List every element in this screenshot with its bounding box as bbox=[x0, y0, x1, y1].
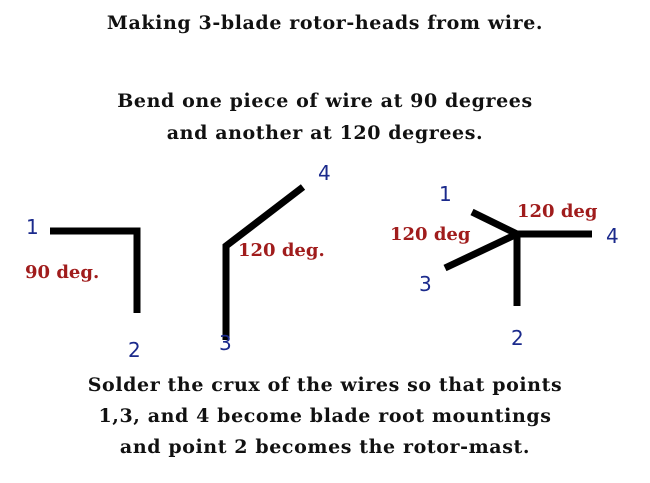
point-label-4: 4 bbox=[606, 224, 619, 248]
point-label-3: 3 bbox=[419, 272, 432, 296]
footer-line-1: Solder the crux of the wires so that poi… bbox=[87, 374, 563, 396]
point-label-1: 1 bbox=[26, 215, 39, 239]
wire-90 bbox=[50, 227, 141, 313]
angle-label-right: 120 deg bbox=[517, 201, 598, 222]
angle-label-90: 90 deg. bbox=[25, 262, 99, 283]
angle-label-left: 120 deg bbox=[390, 224, 471, 245]
footer-line-3: and point 2 becomes the rotor-mast. bbox=[119, 436, 531, 458]
figure-120-degree-bend: 4 120 deg. 3 bbox=[219, 161, 331, 355]
instruction-line-1: Bend one piece of wire at 90 degrees bbox=[117, 90, 533, 112]
instruction-line-2: and another at 120 degrees. bbox=[166, 122, 484, 144]
point-label-1: 1 bbox=[439, 182, 452, 206]
point-label-4: 4 bbox=[318, 161, 331, 185]
angle-label-120: 120 deg. bbox=[238, 240, 325, 261]
footer-line-2: 1,3, and 4 become blade root mountings bbox=[98, 405, 552, 427]
figure-assembled-rotor-head: 1 120 deg 120 deg 4 3 2 bbox=[390, 182, 619, 350]
title: Making 3-blade rotor-heads from wire. bbox=[106, 12, 544, 34]
wire-arm-3 bbox=[443, 230, 519, 272]
point-label-3: 3 bbox=[219, 331, 232, 355]
point-label-2: 2 bbox=[128, 338, 141, 362]
figure-90-degree-bend: 1 90 deg. 2 bbox=[25, 215, 141, 362]
point-label-2: 2 bbox=[511, 326, 524, 350]
wire-arm-1 bbox=[470, 208, 519, 238]
wire-120 bbox=[222, 184, 306, 340]
